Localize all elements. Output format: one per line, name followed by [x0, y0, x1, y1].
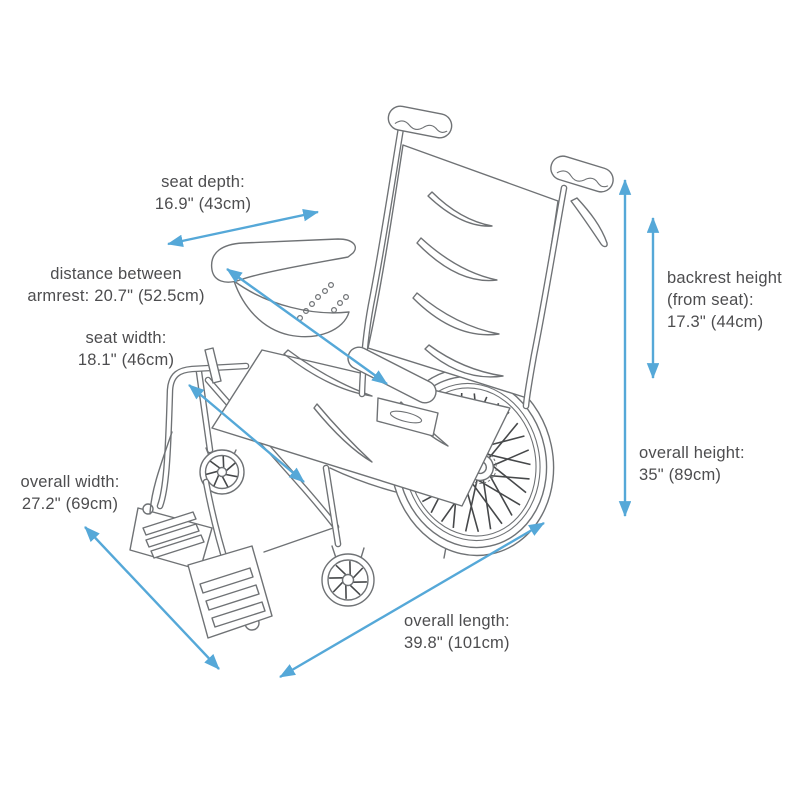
seat-width-line2: 18.1" (46cm) [77, 351, 175, 369]
seat-width-label: seat width: 18.1" (46cm) [26, 327, 226, 371]
seat-width-arrow [188, 384, 305, 483]
armrest-distance-arrow [226, 268, 388, 385]
overall-length-label: overall length: 39.8" (101cm) [404, 610, 564, 654]
overall-width-arrow [84, 526, 220, 670]
armrest-distance-line2: armrest: 20.7" (52.5cm) [27, 287, 205, 305]
seat-width-line1: seat width: [85, 329, 167, 347]
right-push-handle [550, 155, 614, 193]
overall-width-label: overall width: 27.2" (69cm) [0, 471, 140, 515]
overall-length-arrow [279, 521, 545, 679]
overall-height-line1: overall height: [639, 444, 745, 462]
right-caster-wheel [321, 464, 375, 607]
far-footplate [129, 503, 213, 571]
armrest-distance-line1: distance between [50, 265, 182, 283]
armrest-distance-label: distance between armrest: 20.7" (52.5cm) [11, 263, 221, 307]
overall-width-line2: 27.2" (69cm) [21, 495, 119, 513]
overall-width-line1: overall width: [20, 473, 120, 491]
seat-depth-label: seat depth: 16.9" (43cm) [103, 171, 303, 215]
backrest-height-line1: backrest height [667, 269, 782, 287]
left-push-handle [387, 105, 453, 139]
overall-length-line1: overall length: [404, 612, 510, 630]
backrest-height-line2: (from seat): [667, 291, 754, 309]
backrest-height-label: backrest height (from seat): 17.3" (44cm… [667, 267, 797, 333]
backrest [358, 124, 568, 410]
brake-lever [570, 197, 608, 248]
seat-depth-line1: seat depth: [161, 173, 245, 191]
backrest-height-line3: 17.3" (44cm) [667, 313, 764, 331]
overall-height-line2: 35" (89cm) [639, 466, 722, 484]
seat-depth-line2: 16.9" (43cm) [154, 195, 252, 213]
overall-length-line2: 39.8" (101cm) [404, 634, 510, 652]
overall-height-label: overall height: 35" (89cm) [639, 442, 789, 486]
seat-depth-arrow [167, 209, 319, 247]
dimension-arrows [84, 179, 660, 679]
